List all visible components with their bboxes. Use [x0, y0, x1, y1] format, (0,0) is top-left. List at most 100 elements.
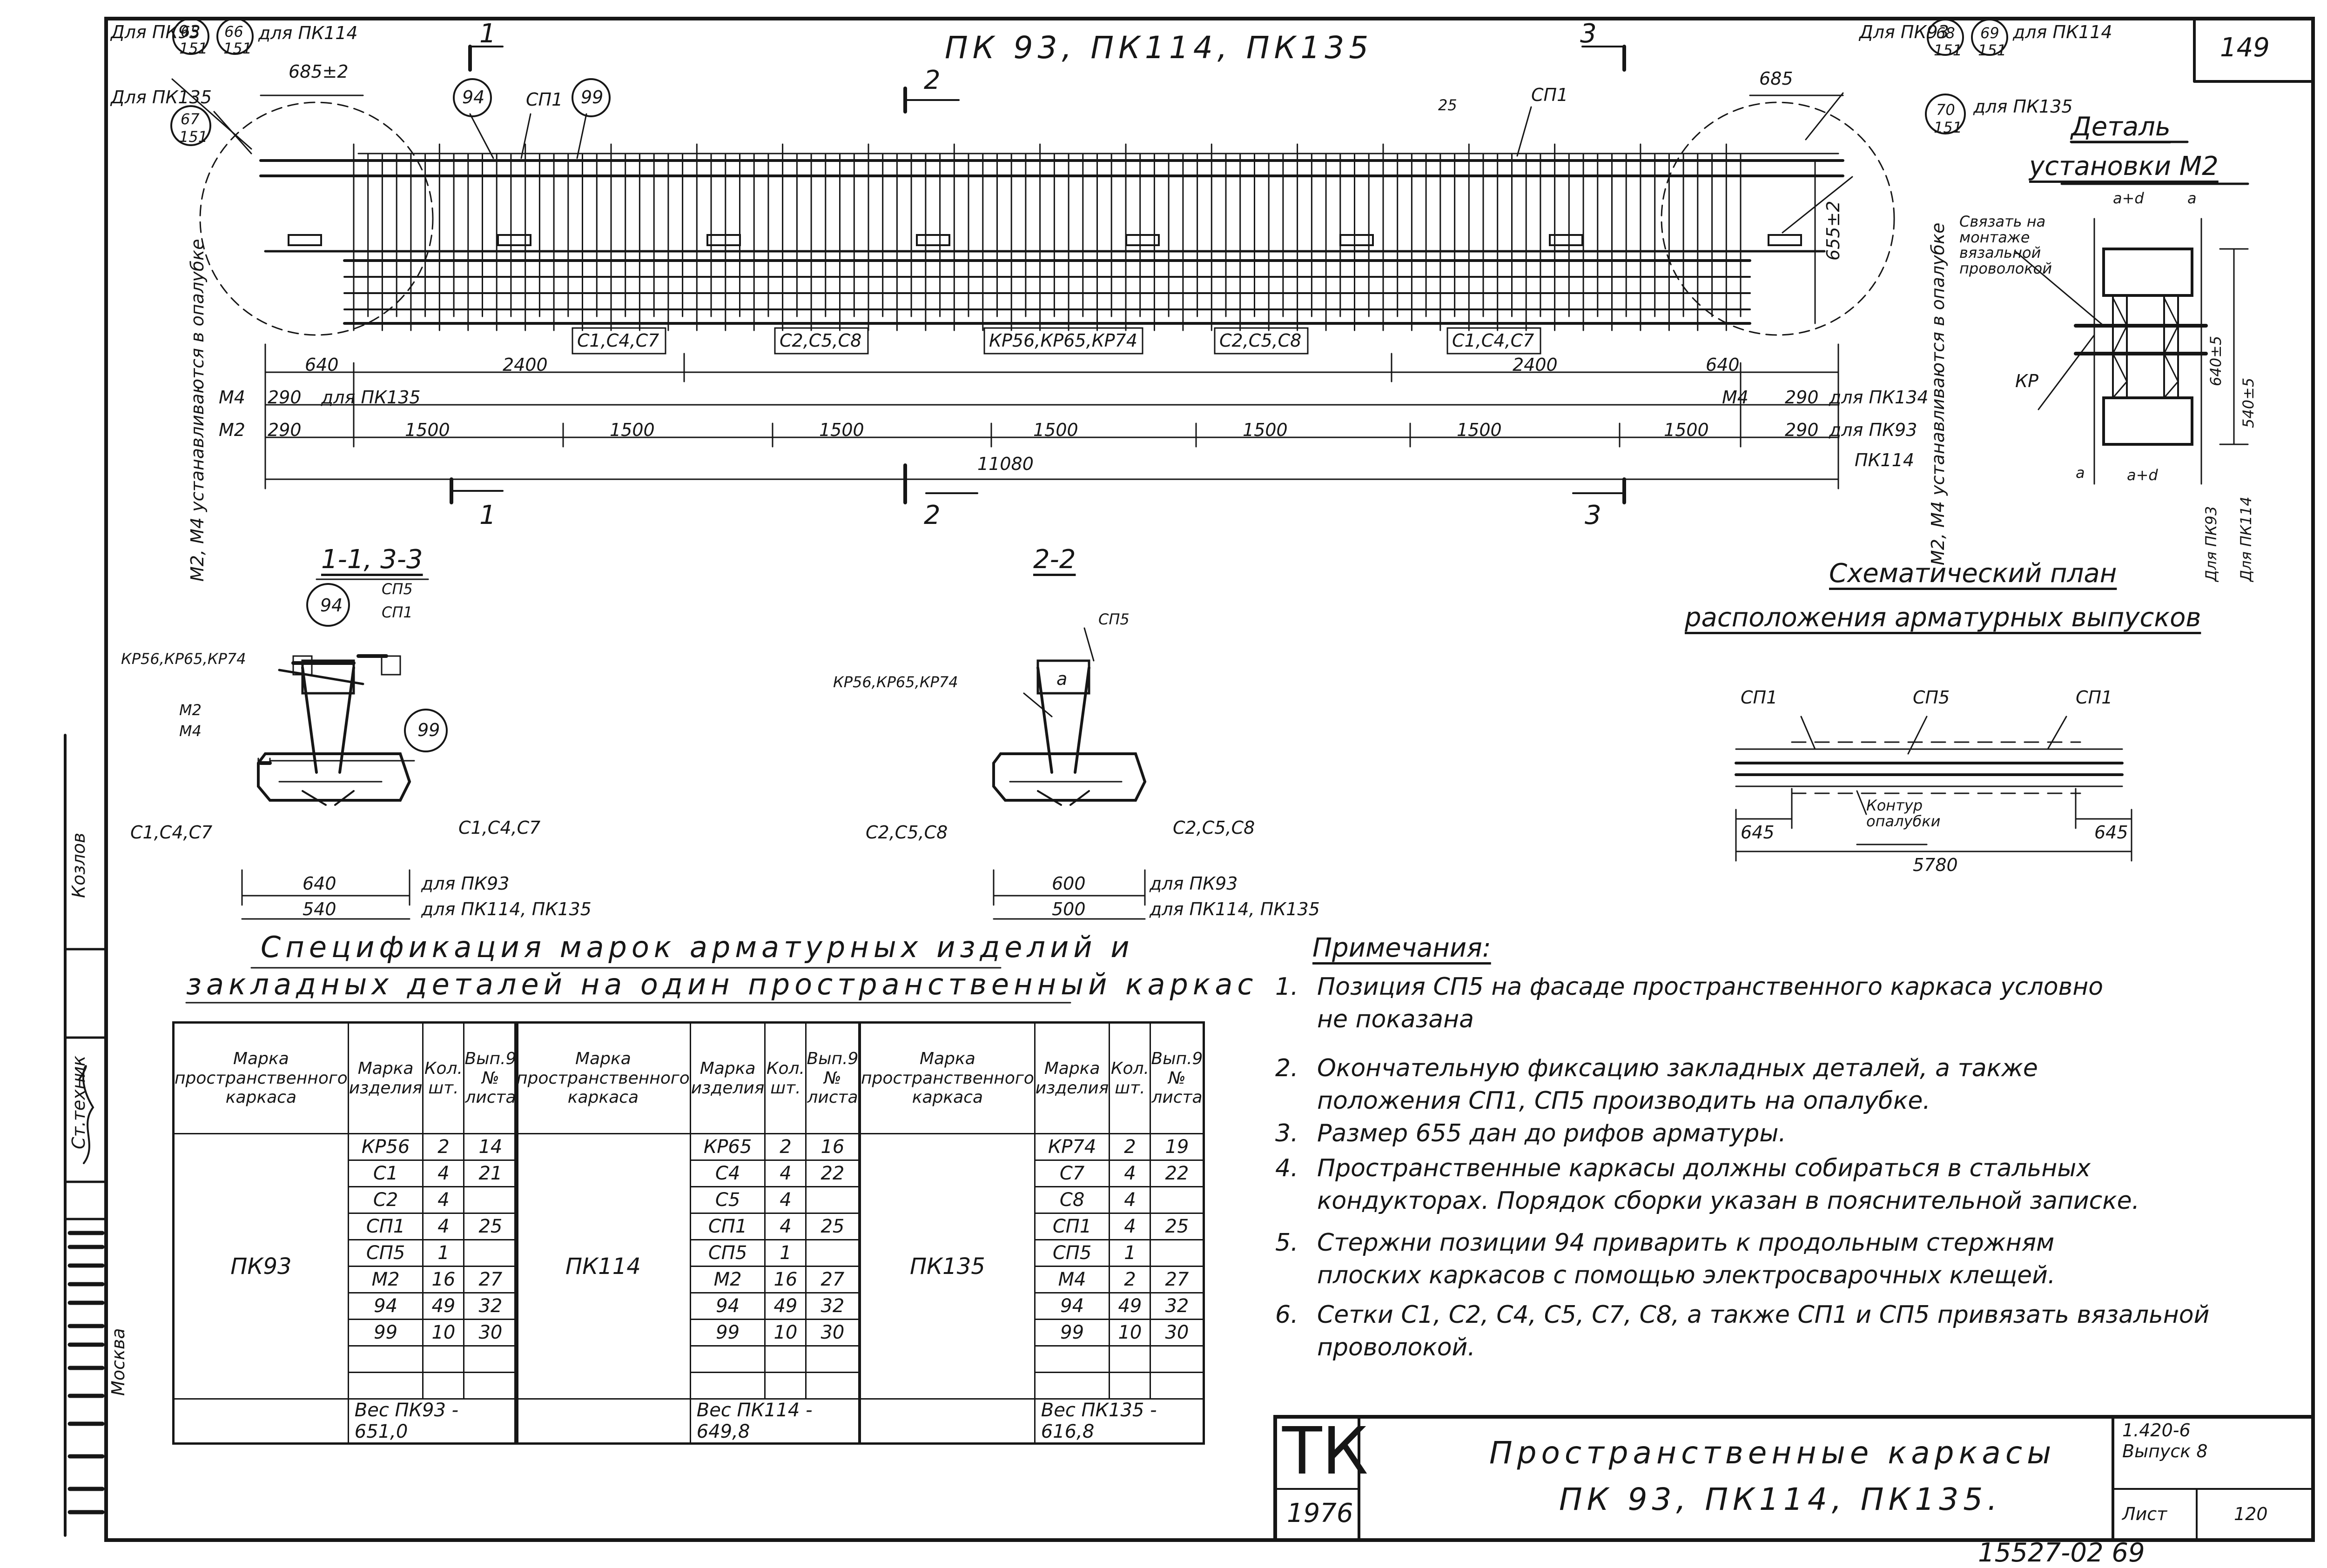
span-4: 1500 [1033, 420, 1078, 440]
dim-total: 11080 [977, 454, 1034, 474]
section-13-pos99: 99 [417, 720, 440, 740]
ref-left-c2-num: 66 [224, 23, 243, 40]
section-22-dim600: 600 [1052, 873, 1086, 894]
spec-empty-cell [173, 1398, 349, 1444]
spec-cell-mark: КР65 [689, 1133, 766, 1161]
label-kr-facade: КР56,КР65,КР74 [989, 330, 1137, 351]
spec-frame-mark: ПК135 [859, 1133, 1036, 1400]
m4-right: М4 [1722, 387, 1749, 408]
table-row [516, 1345, 861, 1373]
spec-head-qty: Кол. шт. [1109, 1022, 1151, 1134]
span-2: 1500 [610, 420, 655, 440]
spec-title-2: закладных деталей на один пространственн… [186, 967, 1258, 1001]
spec-cell-mark: М2 [689, 1266, 766, 1293]
plan-title-1: Схематический план [1829, 558, 2117, 589]
section-13-sp1: СП1 [382, 603, 413, 621]
spec-cell-qty: 4 [1109, 1186, 1151, 1214]
spec-cell-qty: 2 [1109, 1266, 1151, 1293]
spec-head-frame: Марка пространственного каркаса [515, 1022, 691, 1134]
note-line: Окончательную фиксацию закладных деталей… [1317, 1054, 2038, 1082]
stamp-barcode [67, 1231, 105, 1514]
section-13-for540: для ПК114, ПК135 [421, 899, 592, 919]
note-line: проволокой. [1317, 1333, 1475, 1361]
section-13-sp5: СП5 [382, 580, 413, 598]
span-5: 1500 [1243, 420, 1288, 440]
spec-cell-qty: 16 [764, 1266, 807, 1293]
m2-left: М2 [219, 420, 245, 440]
spec-cell-mark: КР74 [1034, 1133, 1110, 1161]
dim-290-m4-left: 290 [268, 387, 302, 408]
section-22-title: 2-2 [1033, 544, 1076, 575]
ref-left-top-label: Для ПК93 [111, 22, 201, 42]
facade-title: ПК 93, ПК114, ПК135 [945, 30, 1373, 66]
m4-for-left: для ПК135 [321, 387, 421, 408]
spec-cell-sheet: 22 [805, 1159, 861, 1187]
spec-cell-mark: 94 [1034, 1292, 1110, 1320]
spec-cell-qty: 4 [1109, 1159, 1151, 1187]
ref-left-mid-num: 67 [181, 110, 200, 128]
m4-for-right: для ПК134 [1829, 387, 1929, 408]
section-22-for600: для ПК93 [1150, 873, 1238, 894]
label-c258-left: С2,С5,С8 [780, 330, 862, 351]
note-line: кондукторах. Порядок сборки указан в поя… [1317, 1187, 2140, 1215]
spec-cell-qty: 4 [422, 1186, 465, 1214]
note-number: 5. [1275, 1229, 1298, 1257]
ref-left-for: для ПК114 [258, 23, 358, 43]
note-line: Сетки С1, С2, С4, С5, С7, С8, а также СП… [1317, 1301, 2210, 1329]
sheet-number: 149 [2220, 33, 2270, 63]
spec-cell-mark: КР56 [347, 1133, 424, 1161]
spec-cell-mark: СП5 [1034, 1239, 1110, 1267]
section-13-c-left: С1,С4,С7 [130, 822, 213, 843]
spec-cell-sheet [463, 1345, 518, 1373]
section-13-pos94: 94 [320, 595, 343, 616]
span-7: 1500 [1664, 420, 1709, 440]
spec-cell-mark: С8 [1034, 1186, 1110, 1214]
spec-cell-sheet [805, 1186, 861, 1214]
spec-cell-sheet [1150, 1372, 1205, 1400]
spec-cell-qty: 2 [422, 1133, 465, 1161]
spec-cell-mark: С4 [689, 1159, 766, 1187]
spec-cell-sheet: 14 [463, 1133, 518, 1161]
spec-cell-mark: 99 [689, 1319, 766, 1347]
note-number: 3. [1275, 1119, 1298, 1147]
dim-655: 655±2 [1823, 201, 1843, 261]
spec-cell-qty [1109, 1345, 1151, 1373]
plan-sp1-left: СП1 [1741, 687, 1778, 708]
dim-640-right: 640 [1706, 355, 1740, 375]
spec-cell-mark: 94 [689, 1292, 766, 1320]
ref-right-for2: для ПК135 [1973, 96, 2073, 117]
section-22-c-right: С2,С5,С8 [1173, 818, 1255, 838]
ref-left-mid-den: 151 [179, 128, 208, 146]
spec-cell-qty: 10 [1109, 1319, 1151, 1347]
spec-cell-sheet: 30 [463, 1319, 518, 1347]
spec-frame-mark: ПК114 [515, 1133, 691, 1400]
spec-cell-mark [1034, 1345, 1110, 1373]
dim-685-left: 685±2 [289, 61, 349, 82]
spec-cell-qty: 10 [764, 1319, 807, 1347]
spec-cell-sheet [805, 1345, 861, 1373]
spec-cell-qty: 1 [764, 1239, 807, 1267]
spec-cell-sheet [463, 1239, 518, 1267]
section-13-kr: КР56,КР65,КР74 [121, 650, 246, 668]
spec-cell-mark: СП1 [347, 1213, 424, 1240]
detail-dim-540: 540±5 [2240, 377, 2257, 428]
note-number: 2. [1275, 1054, 1298, 1082]
label-c258-right: С2,С5,С8 [1219, 330, 1302, 351]
detail-dim-640: 640±5 [2207, 335, 2225, 386]
vertical-note-right: М2, М4 устанавливаются в опалубке [1928, 222, 1948, 565]
section-22-c-left: С2,С5,С8 [866, 822, 948, 843]
bottom-code: 15527-02 69 [1978, 1538, 2145, 1568]
cut-marker-3-top: 3 [1580, 19, 1597, 49]
